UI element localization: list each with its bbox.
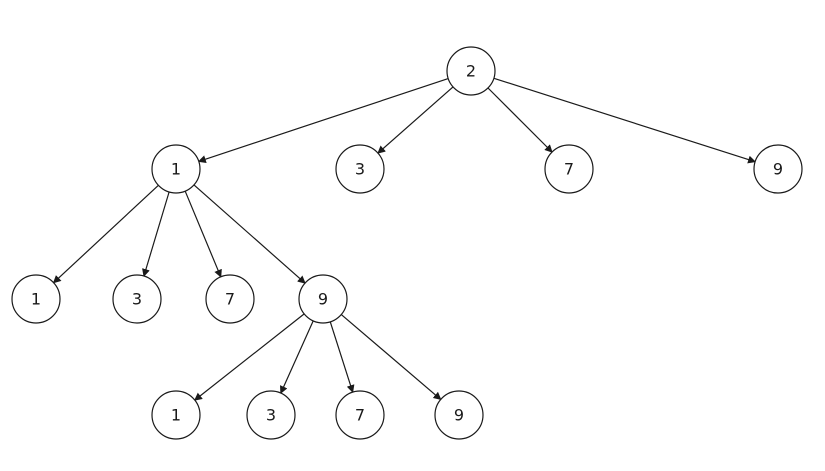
node-label: 3 — [266, 406, 276, 425]
node-label: 7 — [355, 406, 365, 425]
edge-arrow — [340, 314, 442, 401]
tree-node: 9 — [434, 390, 484, 440]
node-circle — [112, 274, 162, 324]
edge-arrow — [197, 78, 449, 163]
node-circle — [335, 390, 385, 440]
tree-node: 7 — [205, 274, 255, 324]
node-label: 1 — [31, 290, 41, 309]
node-circle — [151, 390, 201, 440]
node-circle — [335, 144, 385, 194]
tree-node: 9 — [753, 144, 803, 194]
node-label: 3 — [132, 290, 142, 309]
edge-arrow — [280, 320, 314, 395]
tree-node: 1 — [11, 274, 61, 324]
edge-arrow — [329, 321, 355, 394]
tree-node: 3 — [112, 274, 162, 324]
node-label: 9 — [318, 290, 328, 309]
node-circle — [205, 274, 255, 324]
tree-node: 3 — [246, 390, 296, 440]
node-circle — [246, 390, 296, 440]
node-label: 7 — [564, 160, 574, 179]
node-circle — [298, 274, 348, 324]
edge-arrow — [194, 313, 305, 401]
node-label: 1 — [171, 406, 181, 425]
tree-node: 3 — [335, 144, 385, 194]
node-circle — [446, 46, 496, 96]
tree-node: 7 — [335, 390, 385, 440]
node-circle — [434, 390, 484, 440]
node-circle — [151, 144, 201, 194]
edge-arrow — [184, 190, 222, 278]
tree-node: 9 — [298, 274, 348, 324]
tree-node: 7 — [544, 144, 594, 194]
node-label: 7 — [225, 290, 235, 309]
edge-arrow — [487, 87, 553, 153]
node-circle — [544, 144, 594, 194]
node-label: 2 — [466, 62, 476, 81]
edge-arrow — [142, 191, 170, 277]
tree-node: 1 — [151, 144, 201, 194]
edge-arrow — [193, 184, 306, 284]
node-label: 3 — [355, 160, 365, 179]
edge-arrow — [52, 184, 159, 284]
tree-node: 1 — [151, 390, 201, 440]
node-label: 1 — [171, 160, 181, 179]
node-label: 9 — [454, 406, 464, 425]
edge-arrow — [493, 77, 757, 164]
tree-node: 2 — [446, 46, 496, 96]
edge-arrow — [377, 86, 454, 154]
node-circle — [753, 144, 803, 194]
node-label: 9 — [773, 160, 783, 179]
node-circle — [11, 274, 61, 324]
edges-layer — [52, 77, 757, 401]
nodes-layer: 2 1 3 7 9 1 3 7 9 1 3 7 9 — [11, 46, 803, 440]
